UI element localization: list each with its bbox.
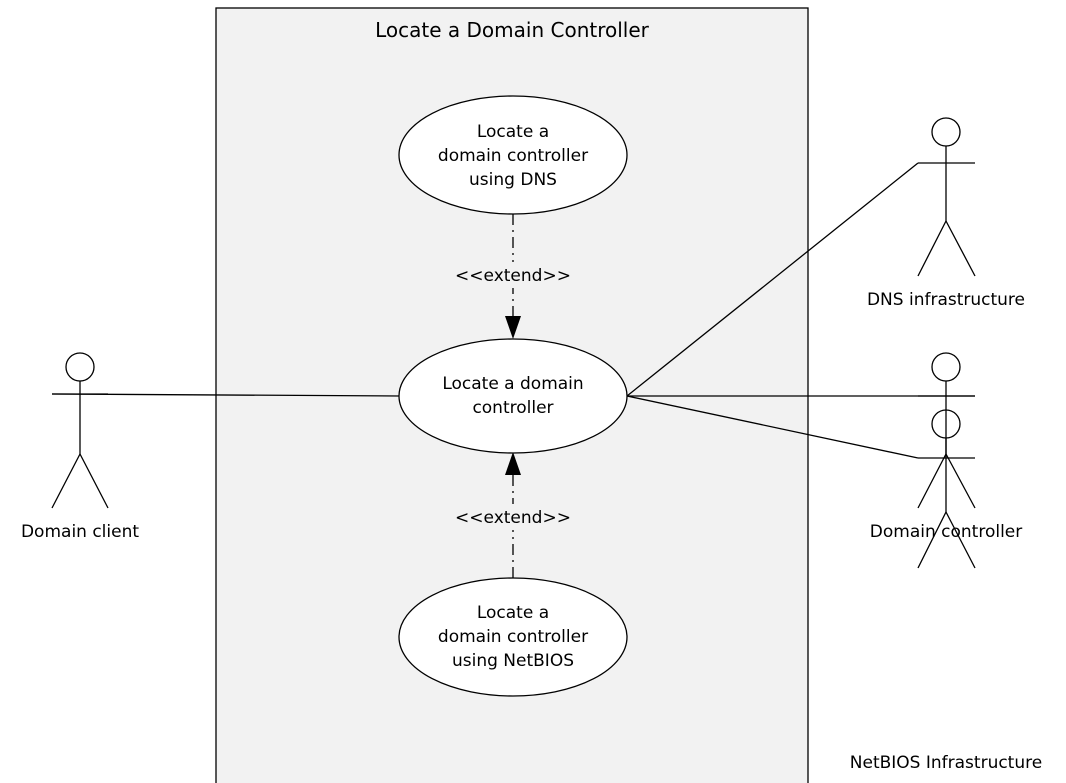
extend-label-bottom: <<extend>> bbox=[455, 508, 571, 528]
extend-arrow-bottom-head bbox=[505, 452, 521, 475]
use-case-netbios-ellipse bbox=[398, 577, 628, 697]
actor-netbios-infrastructure-leg-right bbox=[945, 511, 976, 569]
actor-dns-infrastructure: DNS infrastructure bbox=[867, 117, 1025, 310]
use-case-main-line-1: Locate a domain bbox=[442, 374, 583, 394]
use-case-main: Locate a domain controller bbox=[398, 338, 628, 454]
extend-arrow-top-head bbox=[505, 316, 521, 339]
use-case-dns-line-2: domain controller bbox=[438, 146, 588, 166]
association-dns-infrastructure bbox=[626, 162, 919, 397]
system-title: Locate a Domain Controller bbox=[375, 18, 650, 42]
actor-netbios-infrastructure-leg-left bbox=[917, 511, 947, 569]
use-case-netbios-line-2: domain controller bbox=[438, 627, 588, 647]
actor-domain-controller-leg-left bbox=[917, 453, 947, 509]
actor-dns-infrastructure-leg-right bbox=[945, 220, 976, 277]
actor-domain-controller-leg-right bbox=[945, 453, 976, 509]
actor-dns-infrastructure-leg-left bbox=[917, 220, 947, 277]
actor-dns-infrastructure-label: DNS infrastructure bbox=[867, 290, 1025, 310]
association-domain-client bbox=[51, 393, 401, 397]
actor-domain-controller-head bbox=[931, 352, 961, 382]
actor-domain-client: Domain client bbox=[21, 352, 139, 542]
use-case-main-ellipse bbox=[398, 338, 628, 454]
extend-label-bottom-bg bbox=[440, 504, 585, 530]
use-case-netbios-line-1: Locate a bbox=[477, 603, 549, 623]
actor-domain-client-leg-right bbox=[79, 453, 109, 509]
use-case-main-line-2: controller bbox=[472, 398, 553, 418]
use-case-dns: Locate a domain controller using DNS bbox=[398, 95, 628, 215]
actor-dns-infrastructure-head bbox=[931, 117, 961, 147]
association-netbios-infrastructure bbox=[626, 395, 919, 459]
actor-netbios-infrastructure: NetBIOS Infrastructure bbox=[850, 409, 1042, 773]
actor-netbios-infrastructure-label: NetBIOS Infrastructure bbox=[850, 753, 1042, 773]
extend-label-top-bg bbox=[440, 262, 585, 288]
actor-domain-controller-label: Domain controller bbox=[870, 522, 1022, 542]
actor-domain-client-label: Domain client bbox=[21, 522, 139, 542]
use-case-netbios-line-3: using NetBIOS bbox=[452, 651, 574, 671]
actor-domain-client-leg-left bbox=[51, 453, 81, 509]
use-case-dns-line-3: using DNS bbox=[469, 170, 557, 190]
actor-domain-client-head bbox=[65, 352, 95, 382]
extend-label-top: <<extend>> bbox=[455, 266, 571, 286]
use-case-netbios: Locate a domain controller using NetBIOS bbox=[398, 577, 628, 697]
use-case-dns-line-1: Locate a bbox=[477, 122, 549, 142]
use-case-dns-ellipse bbox=[398, 95, 628, 215]
